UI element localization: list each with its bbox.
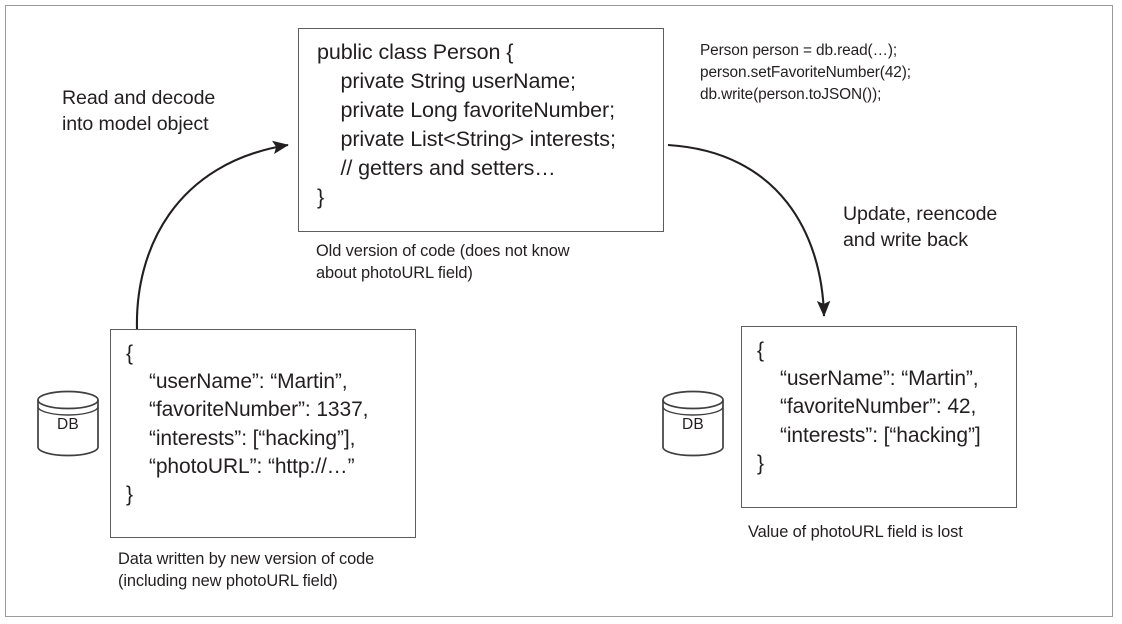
json-left-box xyxy=(110,329,416,538)
json-right-text: { “userName”: “Martin”, “favoriteNumber”… xyxy=(757,339,981,475)
code-box-text: public class Person { private String use… xyxy=(317,40,616,209)
db-right-label: DB xyxy=(682,416,704,433)
json-right-box xyxy=(741,326,1017,508)
code-box-caption: Old version of code (does not know about… xyxy=(316,242,570,283)
json-right-caption: Value of photoURL field is lost xyxy=(748,523,963,541)
write-arrow-label: Update, reencode and write back xyxy=(843,203,998,251)
db-left-label: DB xyxy=(57,416,79,433)
code-box xyxy=(298,28,664,232)
usage-snippet-text: Person person = db.read(…); person.setFa… xyxy=(700,42,911,103)
json-left-caption: Data written by new version of code (inc… xyxy=(118,550,375,591)
read-arrow-label: Read and decode into model object xyxy=(62,87,216,135)
json-left-text: { “userName”: “Martin”, “favoriteNumber”… xyxy=(126,342,369,507)
